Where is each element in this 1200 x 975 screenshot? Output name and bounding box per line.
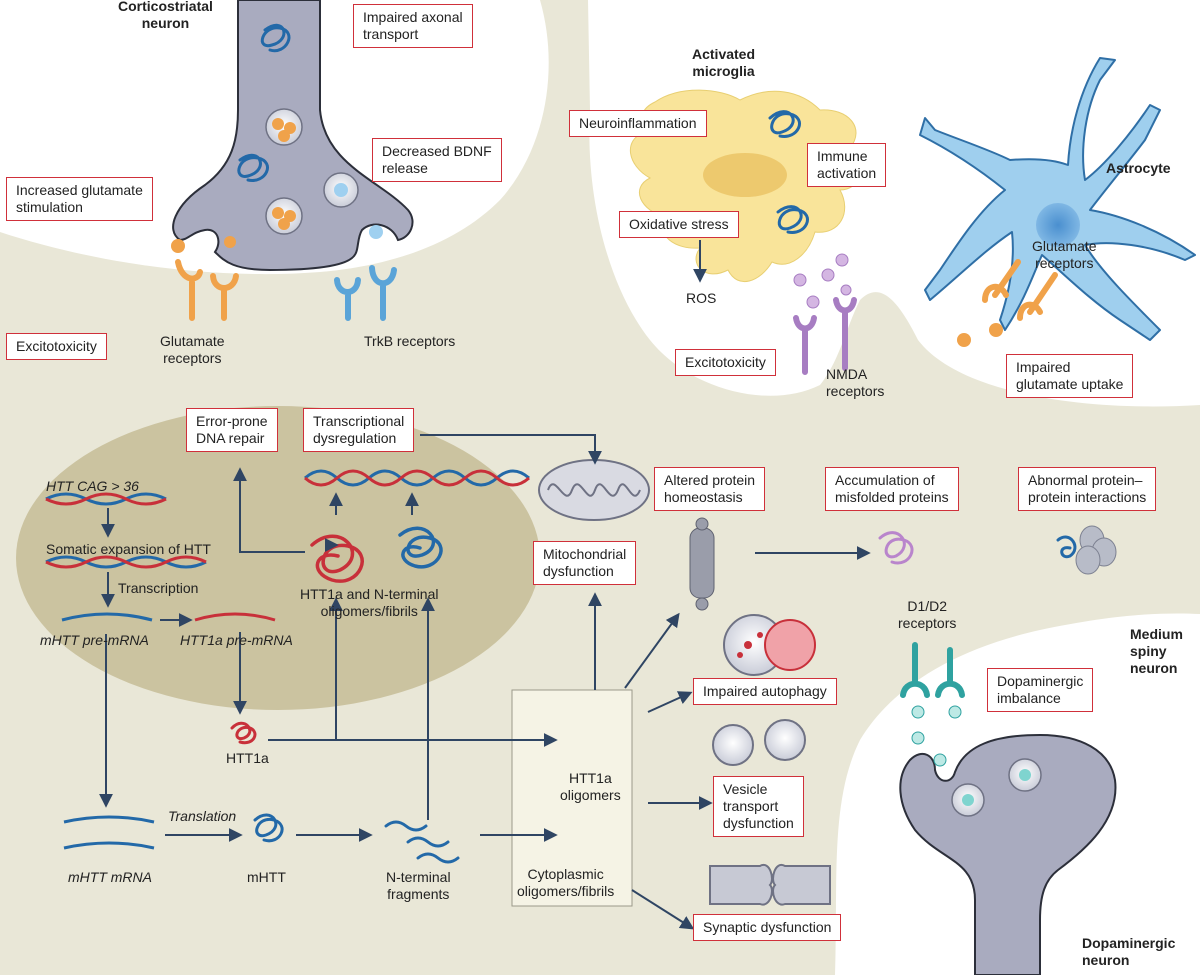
dna-expanded bbox=[45, 555, 207, 569]
mhtt-pre-mrna-strand bbox=[61, 612, 153, 622]
mitochondrion bbox=[538, 459, 650, 521]
box-oxidative-stress: Oxidative stress bbox=[619, 211, 739, 238]
synapse-illustration bbox=[709, 863, 831, 906]
astrocyte-body bbox=[919, 57, 1196, 341]
mhtt-pre-mrna-label: mHTT pre-mRNA bbox=[40, 632, 149, 648]
htt1a-pre-mrna-label: HTT1a pre-mRNA bbox=[180, 632, 293, 648]
tangle-mhtt bbox=[253, 813, 284, 843]
tangle-htt1a bbox=[230, 721, 257, 745]
ppi-complex bbox=[1075, 525, 1117, 575]
n-terminal-fragment-squiggles bbox=[384, 820, 460, 864]
tangle-nucleus-blue bbox=[398, 526, 443, 569]
glutamate-receptor-shapes bbox=[175, 259, 239, 321]
synaptic-vesicles bbox=[265, 108, 359, 235]
trkb-receptor-shapes bbox=[334, 265, 397, 321]
nmda-receptor-shapes bbox=[793, 297, 857, 375]
translation-label: Translation bbox=[168, 808, 237, 824]
ros-label: ROS bbox=[686, 290, 717, 306]
astrocyte-glutamate-receptors bbox=[982, 259, 1058, 321]
tangle-terminal bbox=[237, 153, 269, 182]
somatic-expansion-label: Somatic expansion of HTT bbox=[46, 541, 211, 557]
box-impaired-autophagy: Impaired autophagy bbox=[693, 678, 837, 705]
d1d2-receptor-shapes bbox=[900, 642, 965, 698]
transport-vesicles bbox=[712, 719, 806, 766]
autophagosome bbox=[723, 614, 816, 676]
ppi-protein bbox=[1056, 535, 1077, 559]
misfolded-protein bbox=[878, 531, 914, 565]
dopamine-vesicles bbox=[951, 758, 1042, 817]
tangle-microglia-1 bbox=[768, 110, 801, 138]
proteasome bbox=[689, 517, 715, 611]
box-synaptic-dysfunction: Synaptic dysfunction bbox=[693, 914, 842, 941]
htt1a-pre-mrna-strand bbox=[194, 612, 276, 622]
mhtt-mrna-strand-1 bbox=[63, 815, 155, 824]
cytoplasmic-aggregate-frame bbox=[511, 689, 633, 907]
trkb-receptors-label: TrkB receptors bbox=[364, 333, 456, 349]
box-excitotoxicity-microglia: Excitotoxicity bbox=[675, 349, 776, 376]
pathway-arrows bbox=[99, 240, 871, 930]
htt1a-label: HTT1a bbox=[226, 750, 269, 766]
dna-cag bbox=[45, 492, 167, 506]
mhtt-mrna-strand-2 bbox=[63, 841, 155, 850]
box-abnormal-ppi: Abnormal protein–protein interactions bbox=[1018, 467, 1157, 511]
mhtt-mrna-label: mHTT mRNA bbox=[68, 869, 152, 885]
tangle-nucleus-red bbox=[310, 534, 364, 583]
microglia-nucleus bbox=[703, 153, 787, 197]
box-excitotoxicity-left: Excitotoxicity bbox=[6, 333, 107, 360]
astrocyte-label: Astrocyte bbox=[1106, 160, 1171, 176]
box-neuroinflammation: Neuroinflammation bbox=[569, 110, 707, 137]
astrocyte-nucleus bbox=[1036, 203, 1080, 247]
tangle-microglia-2 bbox=[776, 205, 809, 234]
htt-cag-label: HTT CAG > 36 bbox=[46, 478, 139, 494]
mhtt-label: mHTT bbox=[247, 869, 286, 885]
tangle-axon bbox=[260, 23, 291, 53]
dna-transcription bbox=[304, 469, 530, 487]
transcription-label: Transcription bbox=[118, 580, 199, 596]
